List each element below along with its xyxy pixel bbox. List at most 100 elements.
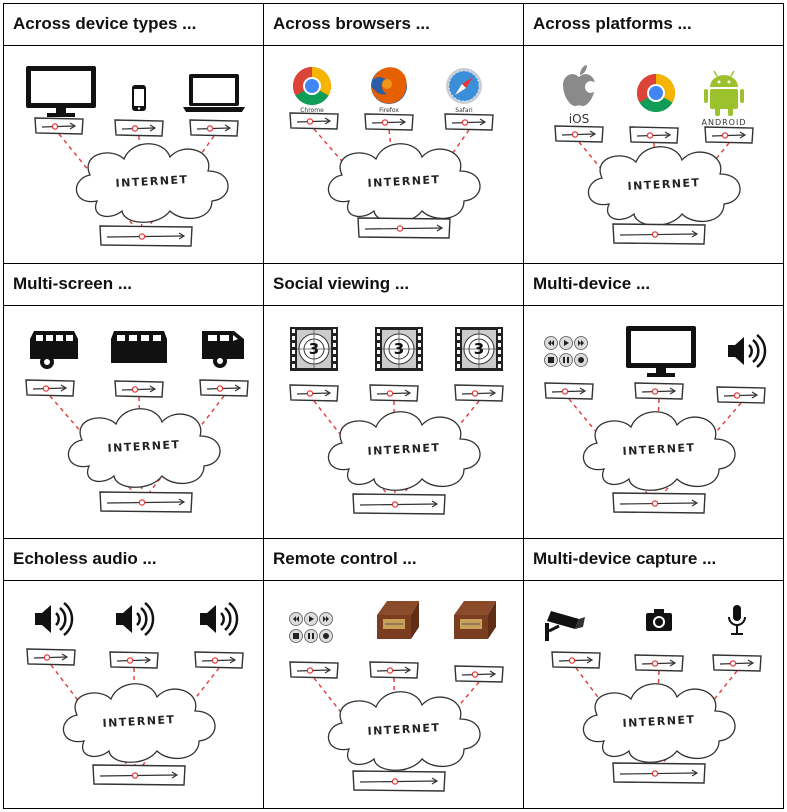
speaker-icon [116, 602, 155, 636]
chrome-browser-icon [636, 73, 676, 113]
playhead-marker [211, 657, 219, 664]
device-label: Firefox [379, 107, 399, 114]
device-timeline [444, 113, 494, 131]
smartphone-icon [132, 85, 146, 111]
cell-title: Multi-device ... [524, 264, 783, 306]
sync-diagram: INTERNET [4, 306, 263, 538]
sync-diagram-svg: INTERNET [289, 601, 504, 792]
device-timeline [716, 386, 766, 404]
device-timeline [25, 379, 75, 397]
bus-rear-icon [202, 331, 244, 368]
sync-diagram-svg: INTERNET [26, 602, 244, 786]
sync-diagram: INTERNET [264, 581, 523, 808]
sync-diagram-svg: INTERNET 3 3 3 [289, 327, 504, 515]
server-timeline [352, 770, 446, 792]
desktop-monitor-icon [26, 66, 96, 117]
playhead-marker [306, 390, 314, 397]
playhead-marker [651, 231, 659, 238]
cell-title: Across platforms ... [524, 4, 783, 46]
bus-front-icon [30, 331, 78, 369]
device-timeline [114, 119, 164, 137]
sync-diagram-svg: INTERNET iOS ANDROID [554, 65, 754, 245]
countdown-number: 3 [309, 340, 319, 358]
device-timeline [26, 648, 76, 666]
playhead-marker [138, 233, 146, 240]
feature-grid: Across device types ... INTERNET Across br… [3, 3, 784, 809]
speaker-icon [728, 334, 767, 368]
sync-diagram: INTERNET [4, 46, 263, 263]
internet-label: INTERNET [622, 713, 696, 730]
playhead-marker [733, 392, 741, 399]
countdown-number: 3 [474, 340, 484, 358]
device-timeline [199, 379, 249, 397]
internet-cloud: INTERNET [62, 683, 216, 763]
playhead-marker [131, 386, 139, 393]
server-timeline [92, 764, 186, 786]
device-timeline [629, 126, 679, 144]
feature-cell: Across device types ... INTERNET [3, 3, 264, 264]
playhead-marker [42, 385, 50, 392]
playhead-marker [471, 671, 479, 678]
playhead-marker [131, 772, 139, 779]
film-countdown-icon: 3 [375, 327, 423, 371]
cell-title: Across browsers ... [264, 4, 523, 46]
cell-title: Across device types ... [4, 4, 263, 46]
playhead-marker [381, 119, 389, 126]
playhead-marker [391, 778, 399, 785]
apple-ios-icon: iOS [563, 65, 597, 126]
sync-diagram-svg: INTERNET [25, 331, 249, 513]
device-timeline [194, 651, 244, 669]
speaker-icon [200, 602, 239, 636]
internet-cloud: INTERNET [582, 683, 736, 763]
internet-cloud: INTERNET [327, 691, 481, 771]
device-timeline [289, 661, 339, 679]
device-timeline [704, 126, 754, 144]
internet-label: INTERNET [102, 713, 176, 730]
cell-title: Multi-screen ... [4, 264, 263, 306]
internet-cloud: INTERNET [327, 143, 481, 223]
firefox-browser-icon: Firefox [371, 67, 407, 114]
internet-label: INTERNET [367, 173, 441, 190]
server-timeline [357, 217, 451, 239]
film-countdown-icon: 3 [290, 327, 338, 371]
internet-label: INTERNET [622, 441, 696, 458]
device-label: ANDROID [702, 118, 747, 127]
playhead-marker [43, 654, 51, 661]
sync-diagram: INTERNET [4, 581, 263, 808]
media-controls-icon [544, 336, 588, 367]
sync-diagram: INTERNET iOS ANDROID [524, 46, 783, 263]
playhead-marker [568, 657, 576, 664]
feature-cell: Multi-device ... INTERNET [523, 263, 784, 539]
playhead-marker [206, 125, 214, 132]
server-timeline [99, 225, 193, 247]
photo-camera-icon [646, 609, 672, 631]
device-timeline [544, 382, 594, 400]
cell-title: Multi-device capture ... [524, 539, 783, 581]
playhead-marker [461, 119, 469, 126]
internet-label: INTERNET [115, 173, 189, 190]
internet-label: INTERNET [627, 176, 701, 193]
microphone-icon [728, 605, 746, 635]
playhead-marker [396, 225, 404, 232]
music-box-icon [454, 601, 496, 639]
internet-cloud: INTERNET [587, 146, 741, 226]
playhead-marker [138, 499, 146, 506]
device-timeline [369, 661, 419, 679]
playhead-marker [651, 660, 659, 667]
internet-label: INTERNET [367, 441, 441, 458]
device-timeline [289, 384, 339, 402]
device-timeline [554, 125, 604, 143]
playhead-marker [471, 390, 479, 397]
playhead-marker [131, 125, 139, 132]
feature-cell: Across platforms ... INTERNET iOS ANDROID [523, 3, 784, 264]
feature-cell: Multi-device capture ... INTERNET [523, 538, 784, 809]
playhead-marker [126, 657, 134, 664]
device-timeline [634, 382, 684, 400]
server-timeline [612, 762, 706, 784]
device-timeline [454, 384, 504, 402]
device-timeline [364, 113, 414, 131]
internet-cloud: INTERNET [582, 411, 736, 491]
device-timeline [712, 654, 762, 672]
